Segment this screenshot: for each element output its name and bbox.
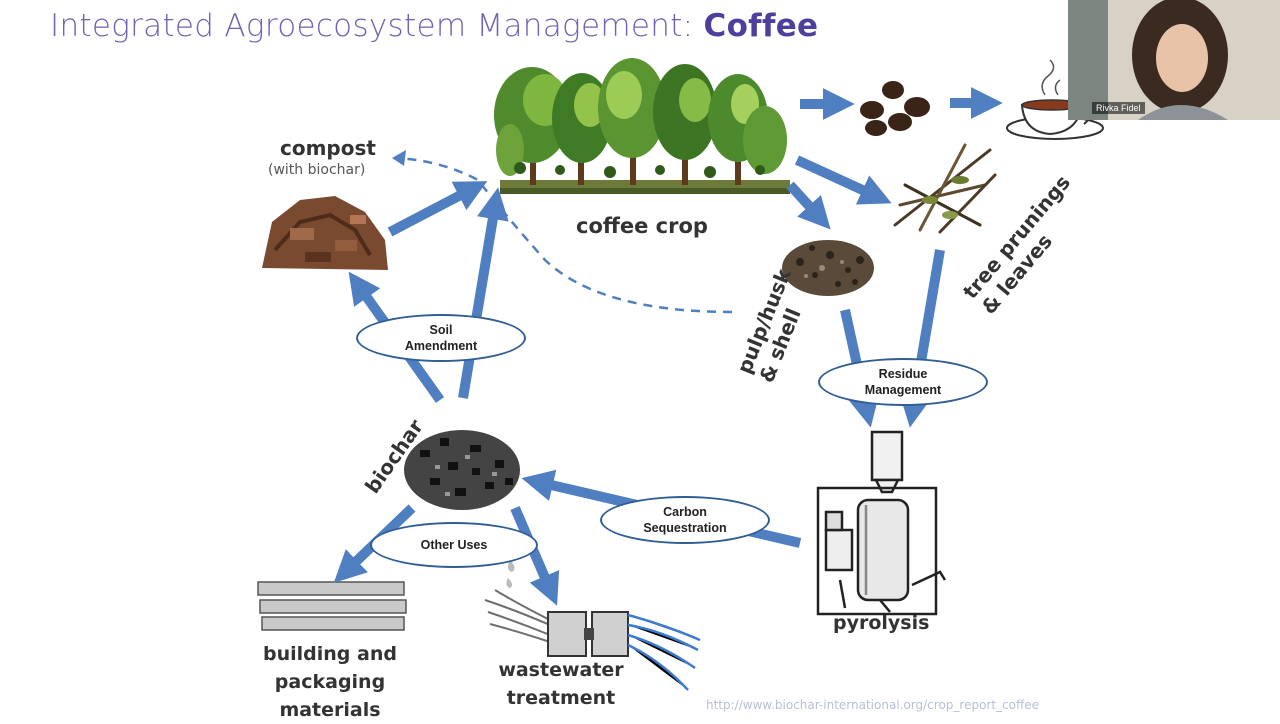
coffee-trees-illustration [494,58,790,194]
dashed-arrow-head [392,150,406,166]
soil-amendment-oval: Soil Amendment [356,314,526,362]
building-materials-label: building and packaging materials [263,643,397,721]
pyrolysis-label: pyrolysis [833,612,930,634]
title-text: Integrated Agroecosystem Management: [50,8,704,44]
participant-avatar [1068,0,1280,120]
compost-sublabel: (with biochar) [268,162,366,178]
residue-management-oval: Residue Management [818,358,988,406]
dashed-return-arrow [394,156,733,314]
building-materials-illustration [257,581,407,631]
carbon-sequestration-text: Carbon Sequestration [643,505,727,535]
coffee-crop-label: coffee crop [576,214,708,238]
biochar-pile-illustration [404,430,520,510]
slide-title: Integrated Agroecosystem Management: Cof… [50,8,818,44]
compost-illustration [262,196,388,270]
residue-management-text: Residue Management [864,367,942,397]
soil-amendment-text: Soil Amendment [404,323,478,353]
tree-prunings-illustration [893,143,997,234]
participant-video-tile[interactable]: Rivka Fidel [1068,0,1280,120]
title-bold-text: Coffee [703,8,819,44]
other-uses-oval: Other Uses [370,522,538,568]
source-url: http://www.biochar-international.org/cro… [706,698,1040,712]
coffee-beans-illustration [860,81,930,136]
pyrolysis-unit-illustration [816,430,947,616]
coffee-cup-illustration [1006,59,1104,140]
other-uses-text: Other Uses [420,538,488,552]
wastewater-label: wastewater treatment [498,659,624,709]
pulp-husk-illustration [782,240,874,296]
participant-name: Rivka Fidel [1092,102,1145,114]
compost-label: compost [280,136,376,160]
carbon-sequestration-oval: Carbon Sequestration [600,496,770,544]
wastewater-filter-illustration [484,560,701,691]
